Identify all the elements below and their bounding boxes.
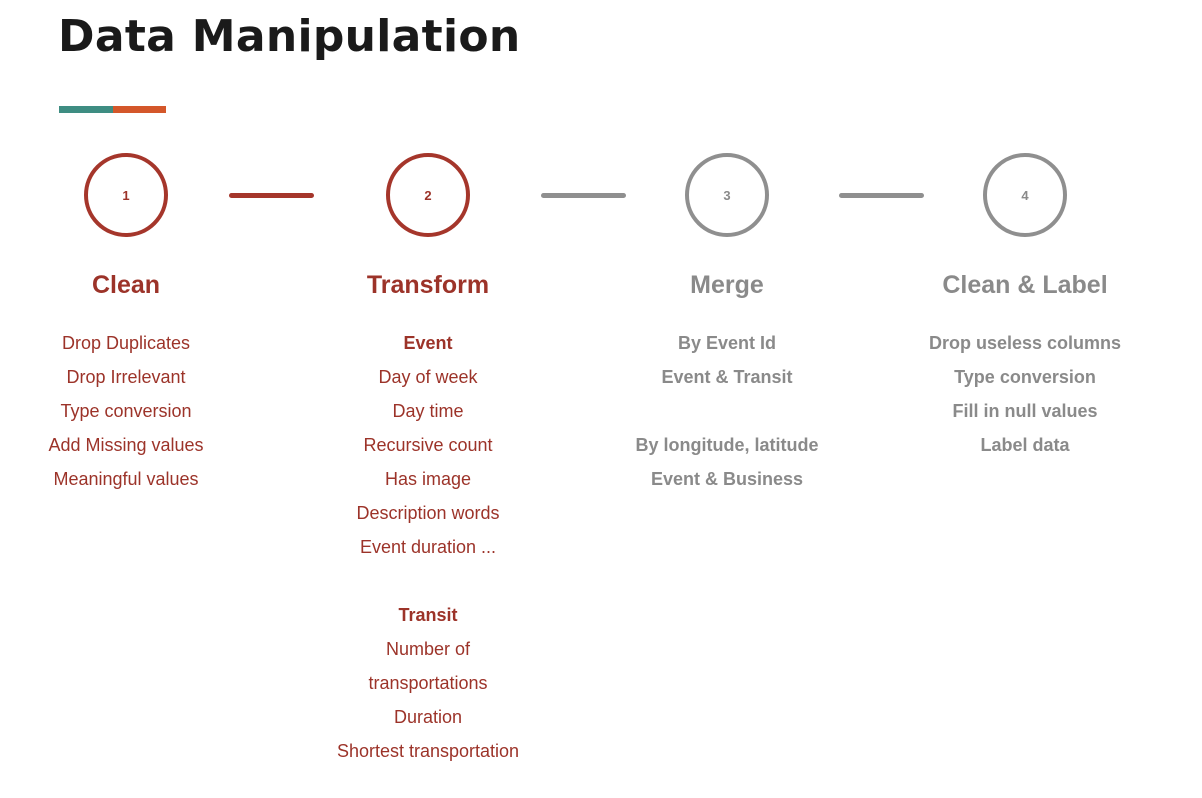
step-number: 1 bbox=[122, 187, 130, 203]
step-3-title: Merge bbox=[690, 271, 764, 299]
list-item: Drop Duplicates bbox=[61, 333, 191, 353]
list-item: Drop useless columns bbox=[928, 333, 1122, 353]
page-title: Data Manipulation bbox=[58, 11, 521, 62]
connector-1-2 bbox=[229, 193, 314, 198]
list-item: Description words bbox=[356, 503, 500, 523]
step-number: 2 bbox=[424, 187, 432, 203]
list-item: Number of bbox=[385, 639, 471, 659]
list-item: Label data bbox=[980, 435, 1070, 455]
list-item: Meaningful values bbox=[53, 469, 199, 489]
list-item: Has image bbox=[384, 469, 472, 489]
title-accent-teal bbox=[59, 106, 113, 113]
list-item: Recursive count bbox=[363, 435, 493, 455]
step-2-title: Transform bbox=[366, 271, 490, 299]
step-2-circle: 2 bbox=[386, 153, 470, 237]
step-3-items: By Event Id Event & Transit By longitude, … bbox=[577, 326, 877, 496]
list-item: Day time bbox=[392, 401, 464, 421]
list-item: Fill in null values bbox=[952, 401, 1098, 421]
list-item: Add Missing values bbox=[48, 435, 204, 455]
connector-3-4 bbox=[839, 193, 924, 198]
step-4-circle: 4 bbox=[983, 153, 1067, 237]
list-item: Event & Business bbox=[650, 469, 804, 489]
list-item: Event bbox=[403, 333, 453, 353]
list-spacer bbox=[577, 394, 877, 428]
step-4-title: Clean & Label bbox=[942, 271, 1108, 299]
list-item: By Event Id bbox=[677, 333, 777, 353]
list-item: Type conversion bbox=[954, 367, 1096, 387]
connector-2-3 bbox=[541, 193, 626, 198]
list-item: Duration bbox=[393, 707, 463, 727]
list-item: Shortest transportation bbox=[336, 741, 520, 761]
list-item: By longitude, latitude bbox=[635, 435, 819, 455]
list-item: Event & Transit bbox=[661, 367, 793, 387]
step-number: 3 bbox=[723, 187, 731, 203]
step-1-title: Clean bbox=[91, 271, 161, 299]
list-item: Transit bbox=[398, 605, 458, 625]
list-item: Drop Irrelevant bbox=[66, 367, 186, 387]
title-accent-orange bbox=[113, 106, 166, 113]
step-3-circle: 3 bbox=[685, 153, 769, 237]
list-item: transportations bbox=[368, 673, 488, 693]
step-1-circle: 1 bbox=[84, 153, 168, 237]
list-spacer bbox=[278, 564, 578, 598]
list-item: Type conversion bbox=[60, 401, 192, 421]
list-item: Day of week bbox=[378, 367, 478, 387]
step-number: 4 bbox=[1021, 187, 1029, 203]
list-item: Event duration ... bbox=[359, 537, 497, 557]
